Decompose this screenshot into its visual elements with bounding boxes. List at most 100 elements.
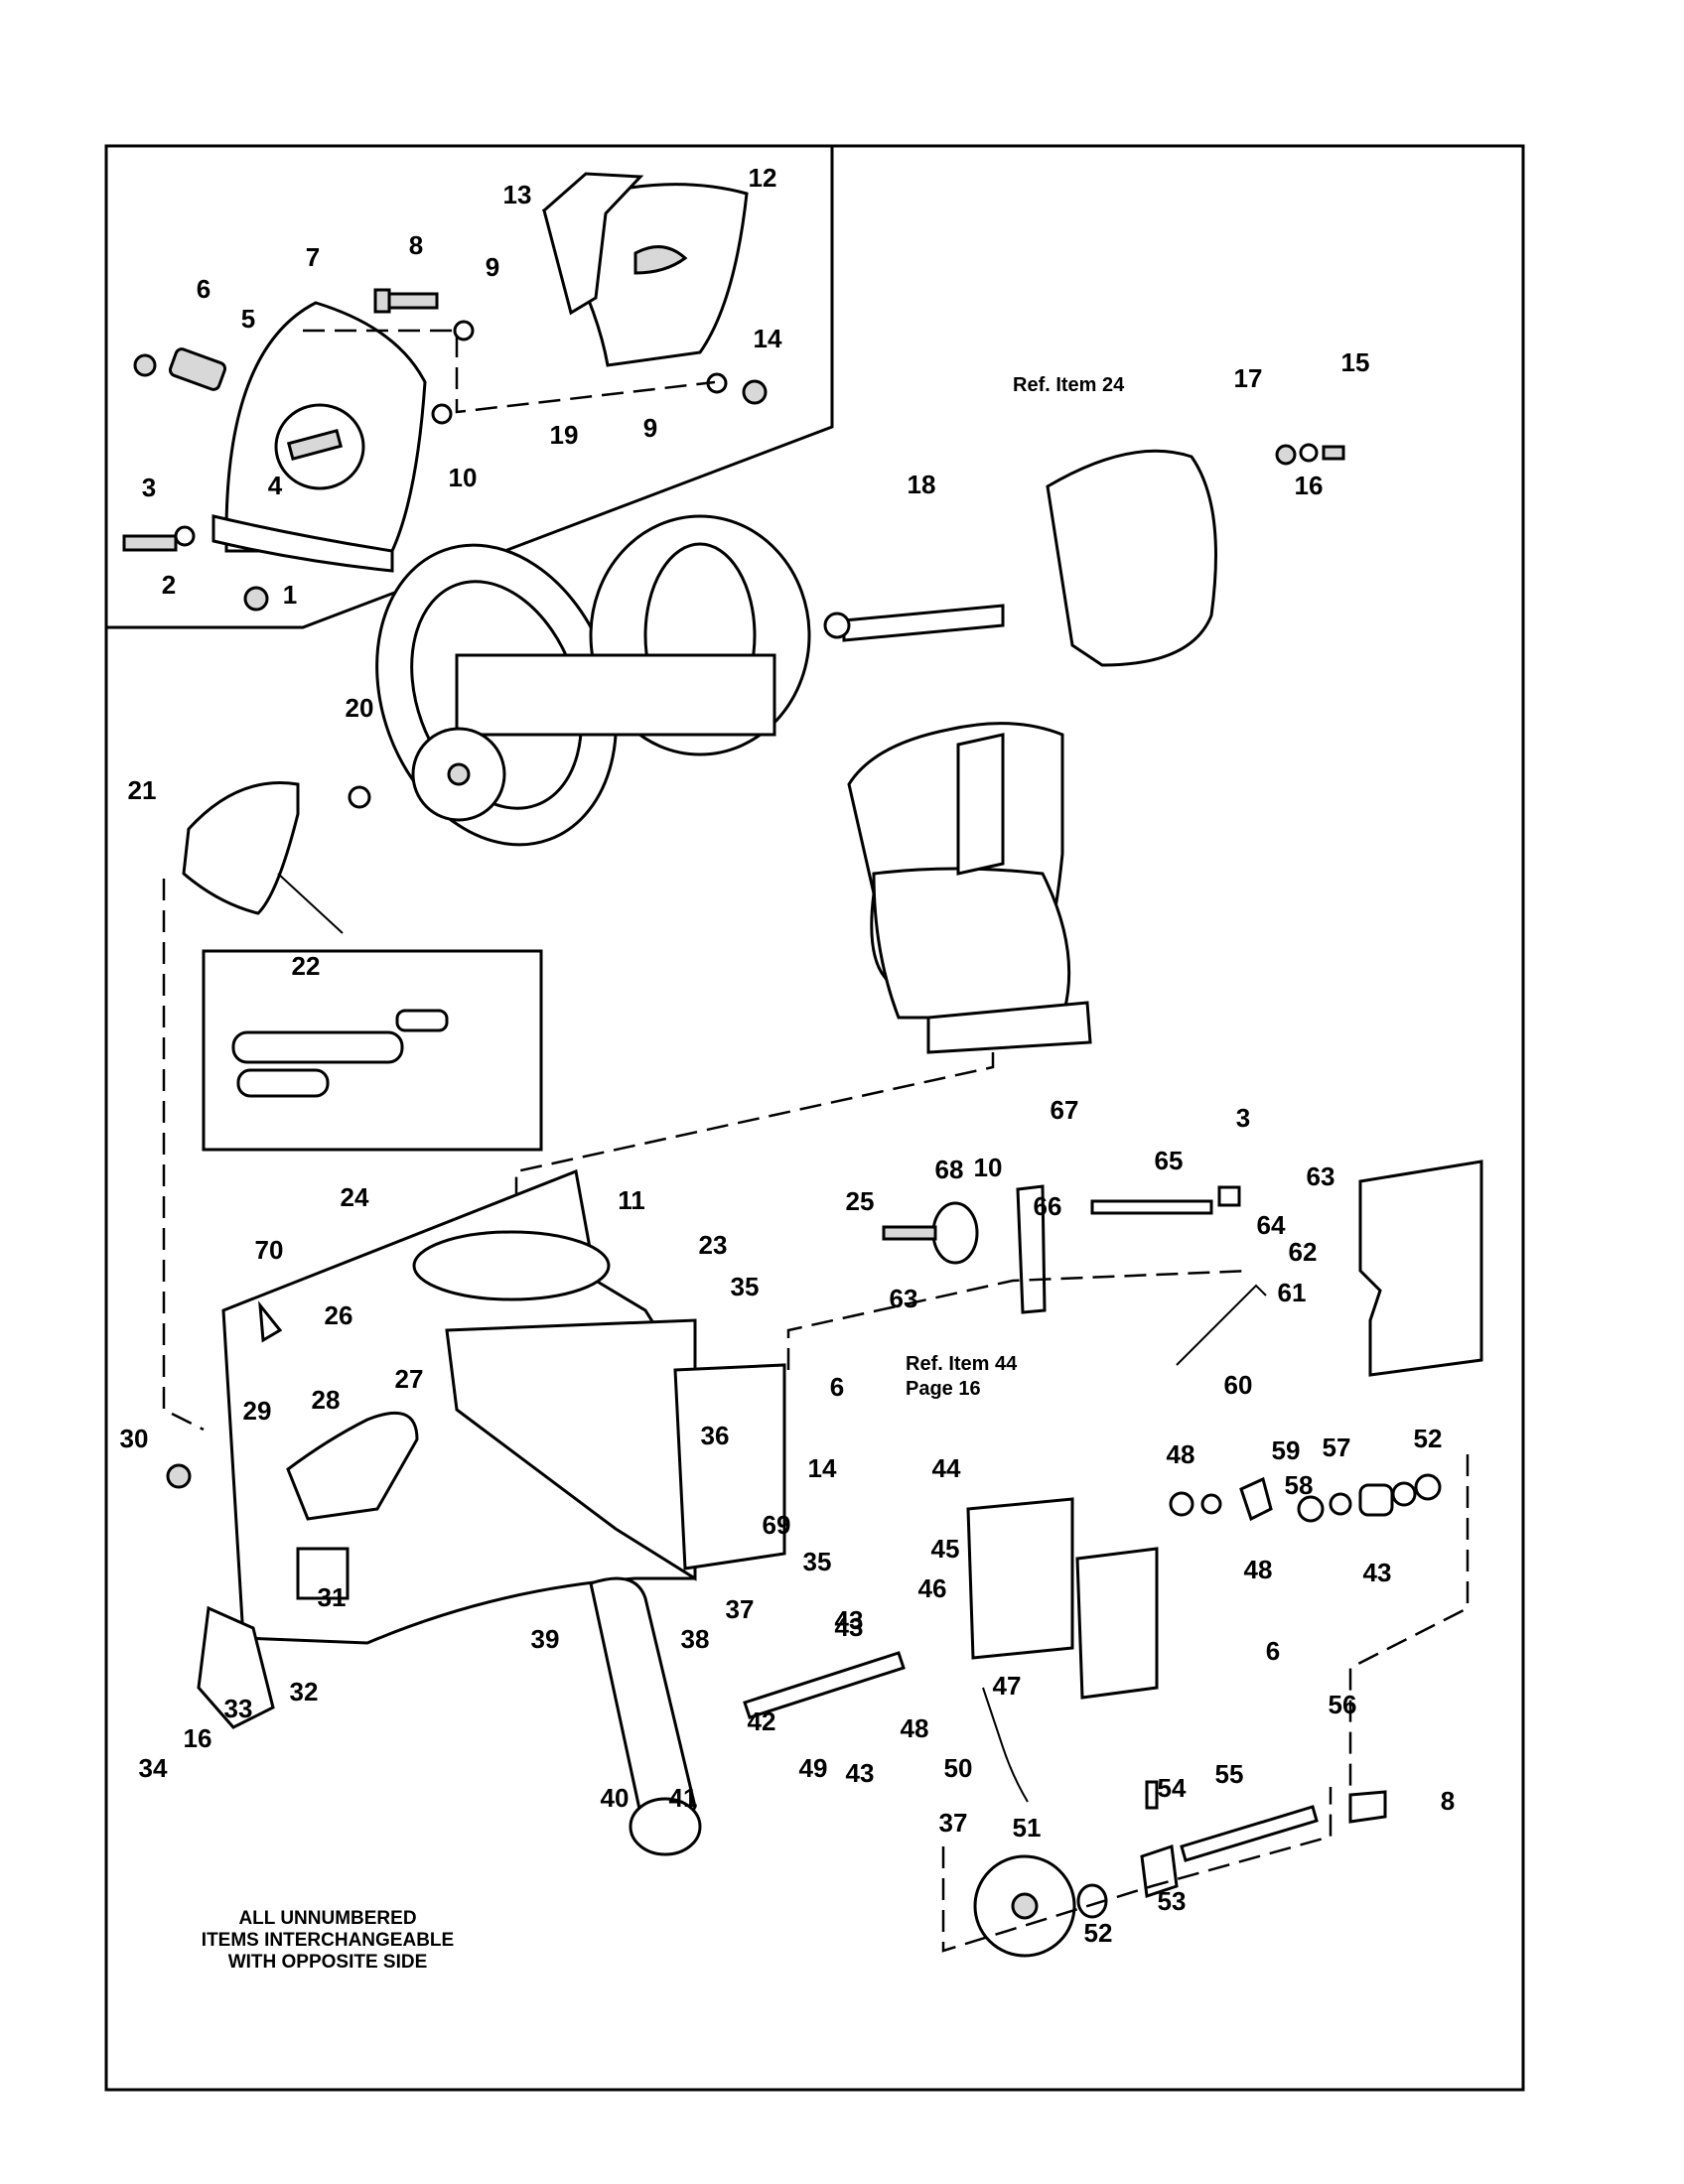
part-callout-37: 37 [939, 1808, 968, 1838]
part-callout-24: 24 [341, 1182, 369, 1212]
part-callout-11: 11 [618, 1185, 645, 1215]
part-callout-45: 45 [931, 1534, 960, 1564]
control-rod [1176, 1284, 1267, 1366]
part-callout-3: 3 [142, 473, 156, 502]
part-callout-13: 13 [503, 180, 532, 209]
part-callout-43: 43 [835, 1605, 864, 1635]
part-callout-25: 25 [846, 1186, 875, 1216]
chute-inset-border [106, 146, 834, 629]
part-callout-44: 44 [932, 1453, 961, 1483]
chain-detail-leader [277, 873, 344, 934]
part-callout-29: 29 [243, 1396, 272, 1426]
final-sprocket-hub [1011, 1892, 1039, 1920]
pulley-bolt [882, 1225, 937, 1241]
part-callout-63: 63 [1307, 1161, 1335, 1191]
part-callout-28: 28 [312, 1385, 341, 1415]
diagram-frame [104, 144, 1525, 2092]
part-callout-35: 35 [803, 1547, 832, 1576]
part-callout-26: 26 [325, 1300, 353, 1330]
bolt [122, 534, 178, 552]
part-callout-15: 15 [1341, 347, 1370, 377]
part-callout-33: 33 [224, 1694, 253, 1723]
auger-spacer [348, 785, 371, 809]
part-callout-23: 23 [699, 1230, 728, 1260]
part-callout-42: 42 [748, 1706, 776, 1736]
part-callout-55: 55 [1215, 1759, 1244, 1789]
gear [1239, 1476, 1273, 1522]
master-link [236, 1068, 330, 1098]
part-callout-10: 10 [449, 463, 478, 492]
part-callout-58: 58 [1285, 1470, 1314, 1500]
auger-sprocket-hub [447, 762, 471, 786]
housing-chute-opening [412, 1230, 611, 1301]
nut [133, 353, 157, 377]
chute-lever [168, 347, 227, 391]
sprocket-group-line [941, 1787, 1333, 1953]
part-callout-61: 61 [1278, 1278, 1307, 1307]
bearing-plate-right [1075, 1547, 1159, 1700]
bearing [1297, 1495, 1325, 1523]
assembled-chute [847, 722, 1092, 1054]
part-callout-54: 54 [1158, 1773, 1187, 1803]
part-callout-14: 14 [754, 324, 782, 353]
part-callout-27: 27 [395, 1364, 424, 1394]
bearing-flange [296, 1547, 350, 1600]
part-callout-9: 9 [486, 252, 499, 282]
ref-44-line [786, 1269, 1252, 1370]
assembly-line [303, 329, 716, 414]
part-callout-17: 17 [1234, 363, 1263, 393]
part-callout-69: 69 [763, 1510, 791, 1540]
part-callout-67: 67 [1051, 1095, 1079, 1125]
shaft [1090, 1199, 1213, 1215]
part-callout-49: 49 [799, 1753, 828, 1783]
ref-item-24: Ref. Item 24 [1013, 374, 1125, 396]
ref-item-44: Ref. Item 44 [906, 1353, 1018, 1375]
part-callout-43: 43 [835, 1612, 864, 1642]
chain-link-detail [231, 1009, 449, 1098]
lockwasher [1299, 443, 1319, 463]
part-callout-43: 43 [846, 1758, 875, 1788]
part-callout-70: 70 [255, 1235, 284, 1265]
part-callout-53: 53 [1158, 1886, 1187, 1916]
washer [453, 320, 475, 341]
chute-deflector [956, 733, 1005, 876]
housing-label-plate [258, 1300, 283, 1343]
washer [1200, 1493, 1222, 1515]
bearing [1169, 1491, 1194, 1517]
part-callout-3: 3 [1236, 1103, 1250, 1133]
nut [243, 586, 269, 612]
nut [742, 379, 768, 405]
part-callout-46: 46 [918, 1573, 947, 1603]
drive-parts [589, 1160, 1483, 1958]
bolt [383, 292, 439, 310]
part-callout-37: 37 [726, 1594, 755, 1624]
part-callout-52: 52 [1084, 1918, 1113, 1948]
part-callout-34: 34 [139, 1753, 168, 1783]
part-callout-56: 56 [1329, 1690, 1357, 1719]
part-callout-2: 2 [162, 570, 176, 600]
part-callout-7: 7 [306, 242, 320, 272]
part-callout-30: 30 [120, 1424, 149, 1453]
part-callout-68: 68 [935, 1155, 964, 1184]
idler-pulley [931, 1201, 979, 1265]
bearing-plate-left [966, 1497, 1074, 1660]
part-callout-47: 47 [993, 1671, 1022, 1701]
drive-shaft [1180, 1805, 1319, 1862]
part-callout-40: 40 [601, 1783, 630, 1813]
jackshaft [743, 1651, 906, 1719]
collar [1358, 1483, 1394, 1517]
drive-chain [182, 780, 300, 915]
auger-housing-fragment [1046, 449, 1217, 667]
interchangeable-note-line2: ITEMS INTERCHANGEABLE [202, 1930, 454, 1951]
bolt-head [373, 288, 391, 314]
part-callout-50: 50 [944, 1753, 973, 1783]
chute-to-housing-line [514, 1052, 995, 1231]
part-callout-4: 4 [268, 471, 283, 500]
clip [1217, 1185, 1241, 1207]
part-callout-6: 6 [830, 1372, 844, 1402]
chute-ring [926, 1001, 1092, 1054]
part-callout-6: 6 [197, 274, 210, 304]
part-callout-48: 48 [1244, 1555, 1273, 1584]
spring [982, 1687, 1029, 1803]
